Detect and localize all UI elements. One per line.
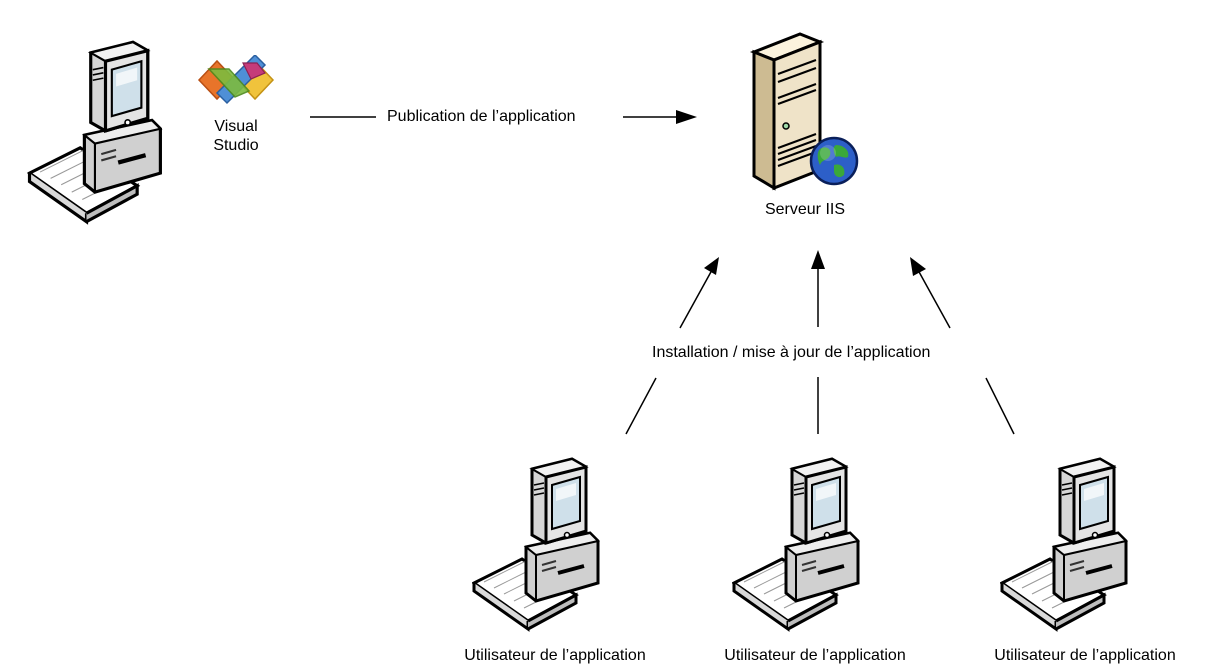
server-tower-icon [749,32,825,191]
client-label-2: Utilisateur de l’application [724,647,906,664]
client-label-1: Utilisateur de l’application [464,647,646,664]
client-computer-icon-3 [990,455,1140,635]
server-label: Serveur IIS [764,201,846,218]
client-computer-icon-2 [722,455,872,635]
globe-icon [809,136,859,186]
client-label-3: Utilisateur de l’application [994,647,1176,664]
visual-studio-label-line2: Studio [213,137,259,154]
visual-studio-label-line1: Visual [214,118,258,135]
developer-computer-icon [6,38,186,228]
visual-studio-label: Visual Studio [196,117,276,155]
client-computer-icon-1 [462,455,612,635]
publication-edge-label: Publication de l’application [387,108,576,125]
visual-studio-logo-icon [197,55,275,105]
install-edge-label: Installation / mise à jour de l’applicat… [650,343,933,362]
